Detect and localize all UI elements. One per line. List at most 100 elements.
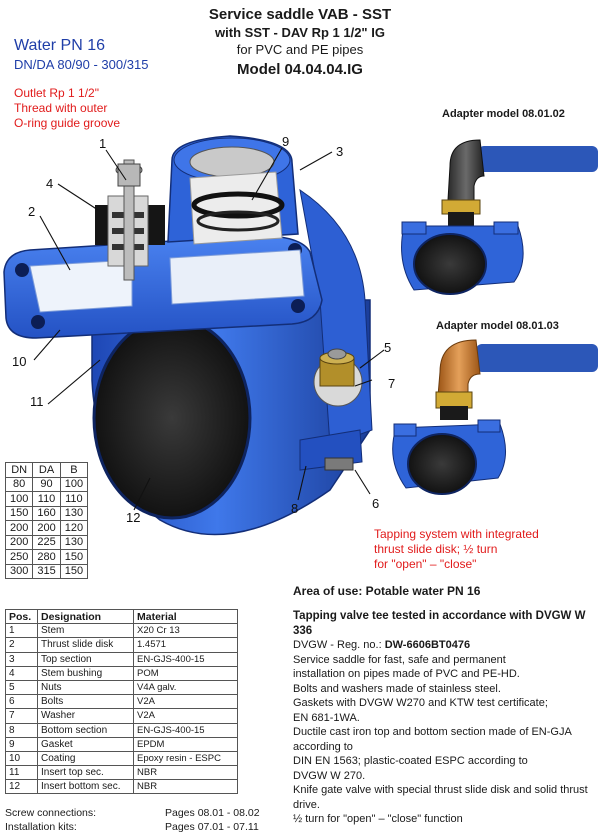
- dimension-header: DA: [32, 462, 61, 478]
- description-line: DVGW W 270.: [293, 769, 366, 782]
- parts-cell: 8: [5, 722, 38, 738]
- tapping-note-line-2: thrust slide disk; ½ turn: [374, 542, 498, 556]
- description-block: Tapping valve tee tested in accordance w…: [293, 609, 593, 827]
- dimension-cell: 150: [4, 505, 34, 521]
- parts-cell: Washer: [37, 708, 134, 724]
- outlet-line-2: Thread with outer: [14, 101, 108, 115]
- registration-prefix: DVGW - Reg. no.:: [293, 639, 385, 651]
- dimension-cell: 90: [32, 476, 61, 492]
- parts-header-material: Material: [133, 608, 238, 625]
- callout-10: 10: [12, 354, 26, 369]
- callout-9: 9: [282, 134, 289, 149]
- size-range: DN/DA 80/90 - 300/315: [14, 57, 149, 72]
- dimension-cell: 200: [4, 534, 34, 550]
- parts-cell: 3: [5, 651, 38, 667]
- parts-cell: Gasket: [37, 736, 134, 752]
- parts-cell: POM: [133, 665, 238, 681]
- dimension-header: DN: [4, 462, 34, 478]
- area-of-use: Area of use: Potable water PN 16: [293, 584, 481, 598]
- footer-screw-connections: Screw connections:Pages 08.01 - 08.02: [5, 807, 260, 819]
- outlet-note: Outlet Rp 1 1/2" Thread with outer O-rin…: [14, 86, 120, 131]
- parts-cell: EPDM: [133, 736, 238, 752]
- tapping-note-line-3: for "open" – "close": [374, 557, 477, 571]
- parts-cell: X20 Cr 13: [133, 623, 238, 639]
- parts-cell: Coating: [37, 750, 134, 767]
- description-line: Gaskets with DVGW W270 and KTW test cert…: [293, 697, 548, 709]
- dimension-cell: 315: [32, 563, 61, 579]
- parts-cell: 4: [5, 665, 38, 681]
- description-line: Service saddle for fast, safe and perman…: [293, 653, 506, 666]
- description-line: ½ turn for "open" – "close" function: [293, 813, 463, 825]
- parts-cell: Top section: [37, 651, 134, 667]
- parts-cell: Bottom section: [37, 722, 134, 738]
- pressure-rating: Water PN 16 DN/DA 80/90 - 300/315: [14, 36, 148, 73]
- dimension-cell: 130: [59, 534, 89, 550]
- parts-cell: V4A galv.: [133, 679, 238, 696]
- dimension-cell: 300: [4, 563, 34, 579]
- parts-cell: 7: [5, 708, 38, 724]
- description-line: installation on pipes made of PVC and PE…: [293, 668, 520, 680]
- parts-cell: 5: [5, 679, 38, 696]
- dimension-cell: 225: [32, 534, 61, 550]
- registration-number: DW-6606BT0476: [384, 639, 471, 651]
- adapter-label-08-01-02: Adapter model 08.01.02: [442, 108, 565, 120]
- title-main: Service saddle VAB - SST: [208, 6, 392, 23]
- description-line: DIN EN 1563; plastic-coated ESPC accordi…: [293, 755, 528, 767]
- callout-2: 2: [28, 204, 35, 219]
- parts-cell: 6: [5, 694, 38, 710]
- adapter-label-08-01-03: Adapter model 08.01.03: [436, 320, 559, 332]
- parts-cell: EN-GJS-400-15: [133, 722, 238, 738]
- callout-7: 7: [388, 376, 395, 391]
- parts-header-pos: Pos.: [5, 608, 38, 625]
- dimension-header: B: [59, 462, 89, 478]
- tapping-note: Tapping system with integrated thrust sl…: [374, 527, 574, 572]
- callout-leaders: [33, 147, 385, 511]
- parts-cell: V2A: [133, 708, 238, 724]
- parts-cell: Bolts: [37, 694, 134, 710]
- parts-cell: 12: [5, 779, 38, 795]
- dimension-cell: 250: [4, 549, 34, 565]
- screw-connections-pages: Pages 08.01 - 08.02: [165, 807, 260, 819]
- installation-kits-label: Installation kits:: [5, 821, 77, 833]
- tapping-note-line-1: Tapping system with integrated: [374, 527, 539, 541]
- parts-cell: Thrust slide disk: [37, 637, 134, 653]
- parts-cell: 10: [5, 750, 38, 767]
- callout-8: 8: [291, 501, 298, 516]
- dimension-cell: 280: [32, 549, 61, 565]
- dimension-cell: 150: [59, 563, 89, 579]
- description-line: EN 681-1WA.: [293, 711, 360, 724]
- parts-cell: Insert bottom sec.: [37, 779, 134, 795]
- parts-header-row: Pos. Designation Material: [5, 608, 238, 625]
- adapter-08-01-03-illustration: [392, 339, 598, 495]
- dimension-cell: 160: [32, 505, 61, 521]
- callout-4: 4: [46, 176, 53, 191]
- description-heading: Tapping valve tee tested in accordance w…: [293, 610, 586, 637]
- parts-cell: 1.4571: [133, 637, 238, 653]
- title-subtitle: with SST - DAV Rp 1 1/2" IG: [215, 25, 385, 40]
- parts-cell: Stem: [37, 623, 134, 639]
- parts-cell: Epoxy resin - ESPC: [133, 750, 238, 767]
- callout-numbers: 1 2 3 4 5 6 7 8 9 10 11 12: [12, 134, 395, 525]
- dimension-cell: 200: [32, 520, 61, 536]
- dimension-cell: 130: [59, 505, 89, 521]
- dimension-cell: 80: [4, 476, 34, 492]
- dimension-cell: 100: [4, 491, 34, 507]
- dimension-cell: 110: [59, 491, 89, 507]
- parts-header-designation: Designation: [37, 608, 134, 625]
